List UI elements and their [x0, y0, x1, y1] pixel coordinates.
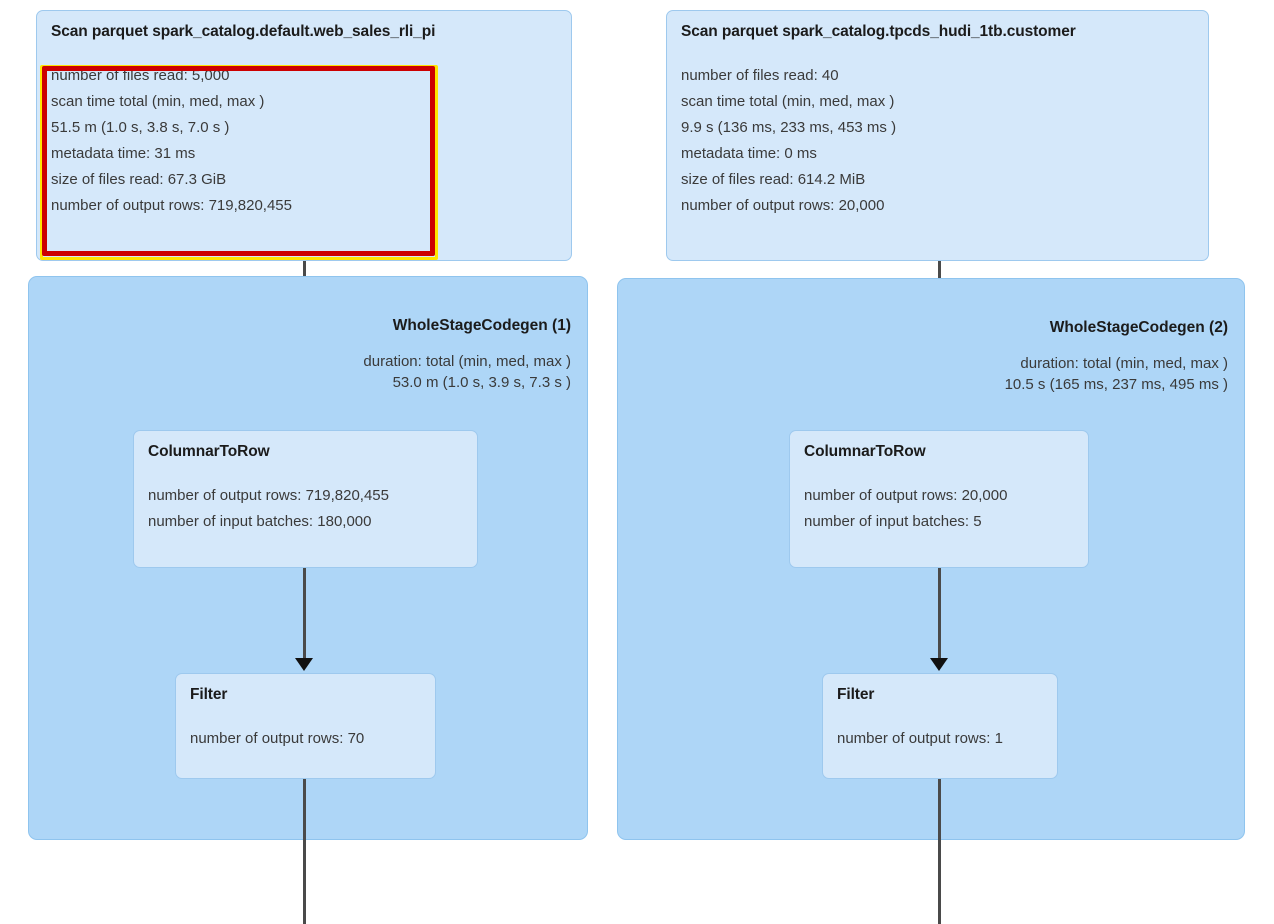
wholestagecodegen-2-duration-label: duration: total (min, med, max ) — [1020, 355, 1228, 372]
scan-node-right[interactable]: Scan parquet spark_catalog.tpcds_hudi_1t… — [666, 10, 1209, 261]
metric-output-rows: number of output rows: 1 — [837, 730, 1003, 747]
edge-filter-downstream-right — [938, 779, 941, 924]
scan-node-right-title: Scan parquet spark_catalog.tpcds_hudi_1t… — [681, 23, 1076, 40]
columnartorow-node-right[interactable]: ColumnarToRow number of output rows: 20,… — [789, 430, 1089, 568]
wholestagecodegen-1-title: WholeStageCodegen (1) — [392, 317, 571, 334]
filter-node-right[interactable]: Filter number of output rows: 1 — [822, 673, 1058, 779]
columnartorow-node-left-title: ColumnarToRow — [148, 443, 270, 460]
wholestagecodegen-2-title: WholeStageCodegen (2) — [1049, 319, 1228, 336]
columnartorow-node-left-metrics: number of output rows: 719,820,455 numbe… — [148, 483, 463, 535]
wholestagecodegen-2-duration: duration: total (min, med, max ) 10.5 s … — [1005, 353, 1228, 395]
metric-output-rows: number of output rows: 20,000 — [681, 197, 885, 214]
scan-node-left-metrics: number of files read: 5,000 scan time to… — [51, 63, 557, 219]
filter-node-left-title: Filter — [190, 686, 228, 703]
metric-metadata-time: metadata time: 0 ms — [681, 145, 817, 162]
scan-node-right-metrics: number of files read: 40 scan time total… — [681, 63, 1194, 219]
metric-files-read: number of files read: 40 — [681, 67, 839, 84]
metric-input-batches: number of input batches: 180,000 — [148, 513, 372, 530]
wholestagecodegen-1-duration: duration: total (min, med, max ) 53.0 m … — [363, 351, 571, 393]
metric-metadata-time: metadata time: 31 ms — [51, 145, 196, 162]
edge-columnartorow-to-filter-right — [938, 568, 941, 663]
filter-node-left[interactable]: Filter number of output rows: 70 — [175, 673, 436, 779]
filter-node-left-metrics: number of output rows: 70 — [190, 726, 421, 752]
metric-scan-time-value: 51.5 m (1.0 s, 3.8 s, 7.0 s ) — [51, 119, 230, 136]
metric-scan-time-label: scan time total (min, med, max ) — [681, 93, 895, 110]
scan-node-left[interactable]: Scan parquet spark_catalog.default.web_s… — [36, 10, 572, 261]
columnartorow-node-left[interactable]: ColumnarToRow number of output rows: 719… — [133, 430, 478, 568]
metric-files-read: number of files read: 5,000 — [51, 67, 230, 84]
wholestagecodegen-1-duration-label: duration: total (min, med, max ) — [363, 353, 571, 370]
metric-scan-time-label: scan time total (min, med, max ) — [51, 93, 265, 110]
metric-size-of-files-read: size of files read: 614.2 MiB — [681, 171, 866, 188]
filter-node-right-metrics: number of output rows: 1 — [837, 726, 1043, 752]
arrowhead-columnartorow-to-filter-right — [930, 658, 948, 671]
metric-size-of-files-read: size of files read: 67.3 GiB — [51, 171, 227, 188]
metric-output-rows: number of output rows: 20,000 — [804, 487, 1008, 504]
metric-output-rows: number of output rows: 70 — [190, 730, 365, 747]
edge-columnartorow-to-filter-left — [303, 568, 306, 663]
edge-filter-downstream-left — [303, 779, 306, 924]
arrowhead-columnartorow-to-filter-left — [295, 658, 313, 671]
wholestagecodegen-2-duration-value: 10.5 s (165 ms, 237 ms, 495 ms ) — [1004, 376, 1228, 393]
metric-output-rows: number of output rows: 719,820,455 — [148, 487, 389, 504]
wholestagecodegen-1-duration-value: 53.0 m (1.0 s, 3.9 s, 7.3 s ) — [392, 374, 571, 391]
metric-output-rows: number of output rows: 719,820,455 — [51, 197, 292, 214]
columnartorow-node-right-title: ColumnarToRow — [804, 443, 926, 460]
metric-scan-time-value: 9.9 s (136 ms, 233 ms, 453 ms ) — [681, 119, 897, 136]
columnartorow-node-right-metrics: number of output rows: 20,000 number of … — [804, 483, 1074, 535]
scan-node-left-title: Scan parquet spark_catalog.default.web_s… — [51, 23, 436, 40]
filter-node-right-title: Filter — [837, 686, 875, 703]
metric-input-batches: number of input batches: 5 — [804, 513, 982, 530]
